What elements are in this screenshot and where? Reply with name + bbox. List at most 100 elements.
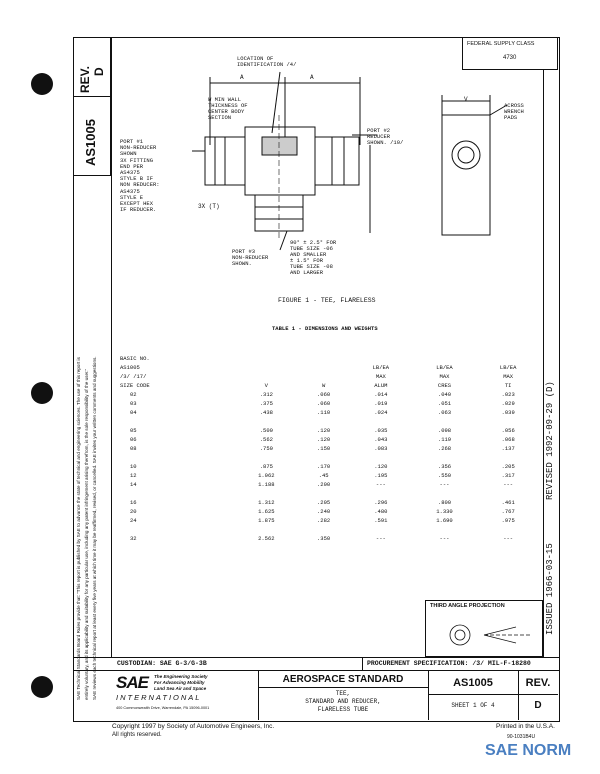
table-cell: .240 <box>316 508 331 515</box>
federal-supply-class-label: FEDERAL SUPPLY CLASS <box>467 41 535 47</box>
title-line-1: TEE, <box>335 690 351 697</box>
table-cell: .312 <box>259 391 273 398</box>
table-cell: .040 <box>437 391 452 398</box>
international-label: INTERNATIONAL <box>116 693 202 702</box>
header-cell: TI <box>504 382 512 389</box>
table-header-row: AS1005 LB/EA LB/EA LB/EA <box>120 363 540 372</box>
notice-line-3-text: SAE reviews each technical report at lea… <box>92 356 97 700</box>
table-cell: .024 <box>374 409 388 416</box>
table-cell: .296 <box>374 499 388 506</box>
table-spacer-row <box>120 417 540 426</box>
table-cell: .120 <box>374 463 388 470</box>
table-cell <box>349 453 413 462</box>
title-line-3: FLARELESS TUBE <box>317 706 369 713</box>
table-title: TABLE 1 - DIMENSIONS AND WEIGHTS <box>272 325 378 332</box>
table-cell: .019 <box>374 400 388 407</box>
punch-hole-top <box>31 73 53 95</box>
table-cell: 1.312 <box>258 499 275 506</box>
table-cell: .029 <box>501 400 515 407</box>
header-cell: LB/EA <box>372 364 390 371</box>
table-cell: .767 <box>501 508 515 515</box>
aerospace-title-block: AEROSPACE STANDARD TEE, STANDARD AND RED… <box>258 671 429 720</box>
table-cell <box>235 525 299 534</box>
port-3-label: PORT #3 NON-REDUCER SHOWN. <box>232 248 269 267</box>
notice-line-2: entirely voluntary, and its applicabilit… <box>84 369 89 700</box>
table-cell: .120 <box>316 436 331 443</box>
table-cell <box>476 453 540 462</box>
table-cell: .035 <box>374 427 388 434</box>
table-cell <box>235 453 299 462</box>
notice-line-1: SAE Technical Standards Board Rules prov… <box>76 357 81 700</box>
table-cell: 16 <box>130 499 137 506</box>
header-cell: W <box>321 382 326 389</box>
tee-fitting-drawing <box>192 71 508 251</box>
table-cell <box>298 417 349 426</box>
table-cell <box>120 453 235 462</box>
dim-a-left: A <box>240 74 244 81</box>
table-cell: .375 <box>259 400 273 407</box>
header-cell <box>476 354 540 363</box>
figure-caption: FIGURE 1 - TEE, FLARELESS <box>278 297 376 304</box>
header-cell: BASIC NO. <box>120 355 150 362</box>
left-doc-number-text: AS1005 <box>83 119 98 166</box>
doc-number-block: AS1005 SHEET 1 OF 4 <box>428 671 519 720</box>
table-spacer-row <box>120 489 540 498</box>
table-cell: .480 <box>374 508 388 515</box>
table-cell: .195 <box>374 472 388 479</box>
header-cell: LB/EA <box>436 364 453 371</box>
table-cell <box>235 417 299 426</box>
angle-label: 90° ± 2.5° FOR TUBE SIZE -06 AND SMALLER… <box>290 239 337 276</box>
table-cell <box>413 417 477 426</box>
issued-date: ISSUED 1966-03-15 <box>545 543 555 635</box>
sae-logo: SAE <box>116 673 149 692</box>
table-cell: .060 <box>316 400 331 407</box>
table-cell: .119 <box>437 436 452 443</box>
table-cell <box>120 417 235 426</box>
table-cell: .875 <box>259 463 273 470</box>
table-cell <box>349 489 413 498</box>
table-cell: .591 <box>374 517 388 524</box>
table-cell: --- <box>439 535 450 542</box>
rights: All rights reserved. <box>112 732 162 738</box>
society-line-2: For Advancing Mobility <box>154 680 205 685</box>
table-cell: .170 <box>316 463 331 470</box>
table-row: 02.312.060.014.040.023 <box>120 390 540 399</box>
copyright: Copyright 1997 by Society of Automotive … <box>112 723 275 730</box>
dim-a-right: A <box>310 74 314 81</box>
table-cell: --- <box>503 481 514 488</box>
society-line-1: The Engineering Society <box>154 674 208 679</box>
federal-supply-class-box: FEDERAL SUPPLY CLASS 4730 <box>462 37 558 70</box>
title-rev-value: D <box>534 700 542 711</box>
federal-supply-class-value: 4730 <box>503 55 517 61</box>
table-cell: .150 <box>316 445 331 452</box>
table-cell: .083 <box>374 445 388 452</box>
across-wrench-label: ACROSS WRENCH PADS <box>504 102 524 121</box>
table-cell: .056 <box>501 427 515 434</box>
table-cell: 1.625 <box>258 508 275 515</box>
sae-norm-watermark: SAE NORM <box>485 742 572 759</box>
left-strip-divider <box>111 37 112 657</box>
table-cell: 2.562 <box>258 535 275 542</box>
table-cell: .45 <box>318 472 329 479</box>
table-row: 03.375.060.019.051.029 <box>120 399 540 408</box>
left-rev-value-text: D <box>92 67 106 76</box>
punch-hole-middle <box>31 382 53 404</box>
table-row: 06.562.120.043.119.068 <box>120 435 540 444</box>
port-2-fitting <box>314 136 360 186</box>
header-cell: V <box>264 382 268 389</box>
header-cell: AS1005 <box>120 364 140 371</box>
table-cell: .068 <box>501 436 515 443</box>
revised-date: REVISED 1992-09-29 (D) <box>545 381 555 500</box>
title-doc-number: AS1005 <box>453 677 493 689</box>
custodian-divider <box>73 657 560 658</box>
header-cell: LB/EA <box>499 364 517 371</box>
wall-thickness-label: W MIN WALL THICKNESS OF CENTER BODY SECT… <box>208 96 248 121</box>
table-cell: .800 <box>437 499 452 506</box>
left-doc-number: AS1005 <box>83 119 98 166</box>
table-cell: .023 <box>501 391 515 398</box>
table-cell: 08 <box>130 445 137 452</box>
table-cell: .014 <box>374 391 388 398</box>
